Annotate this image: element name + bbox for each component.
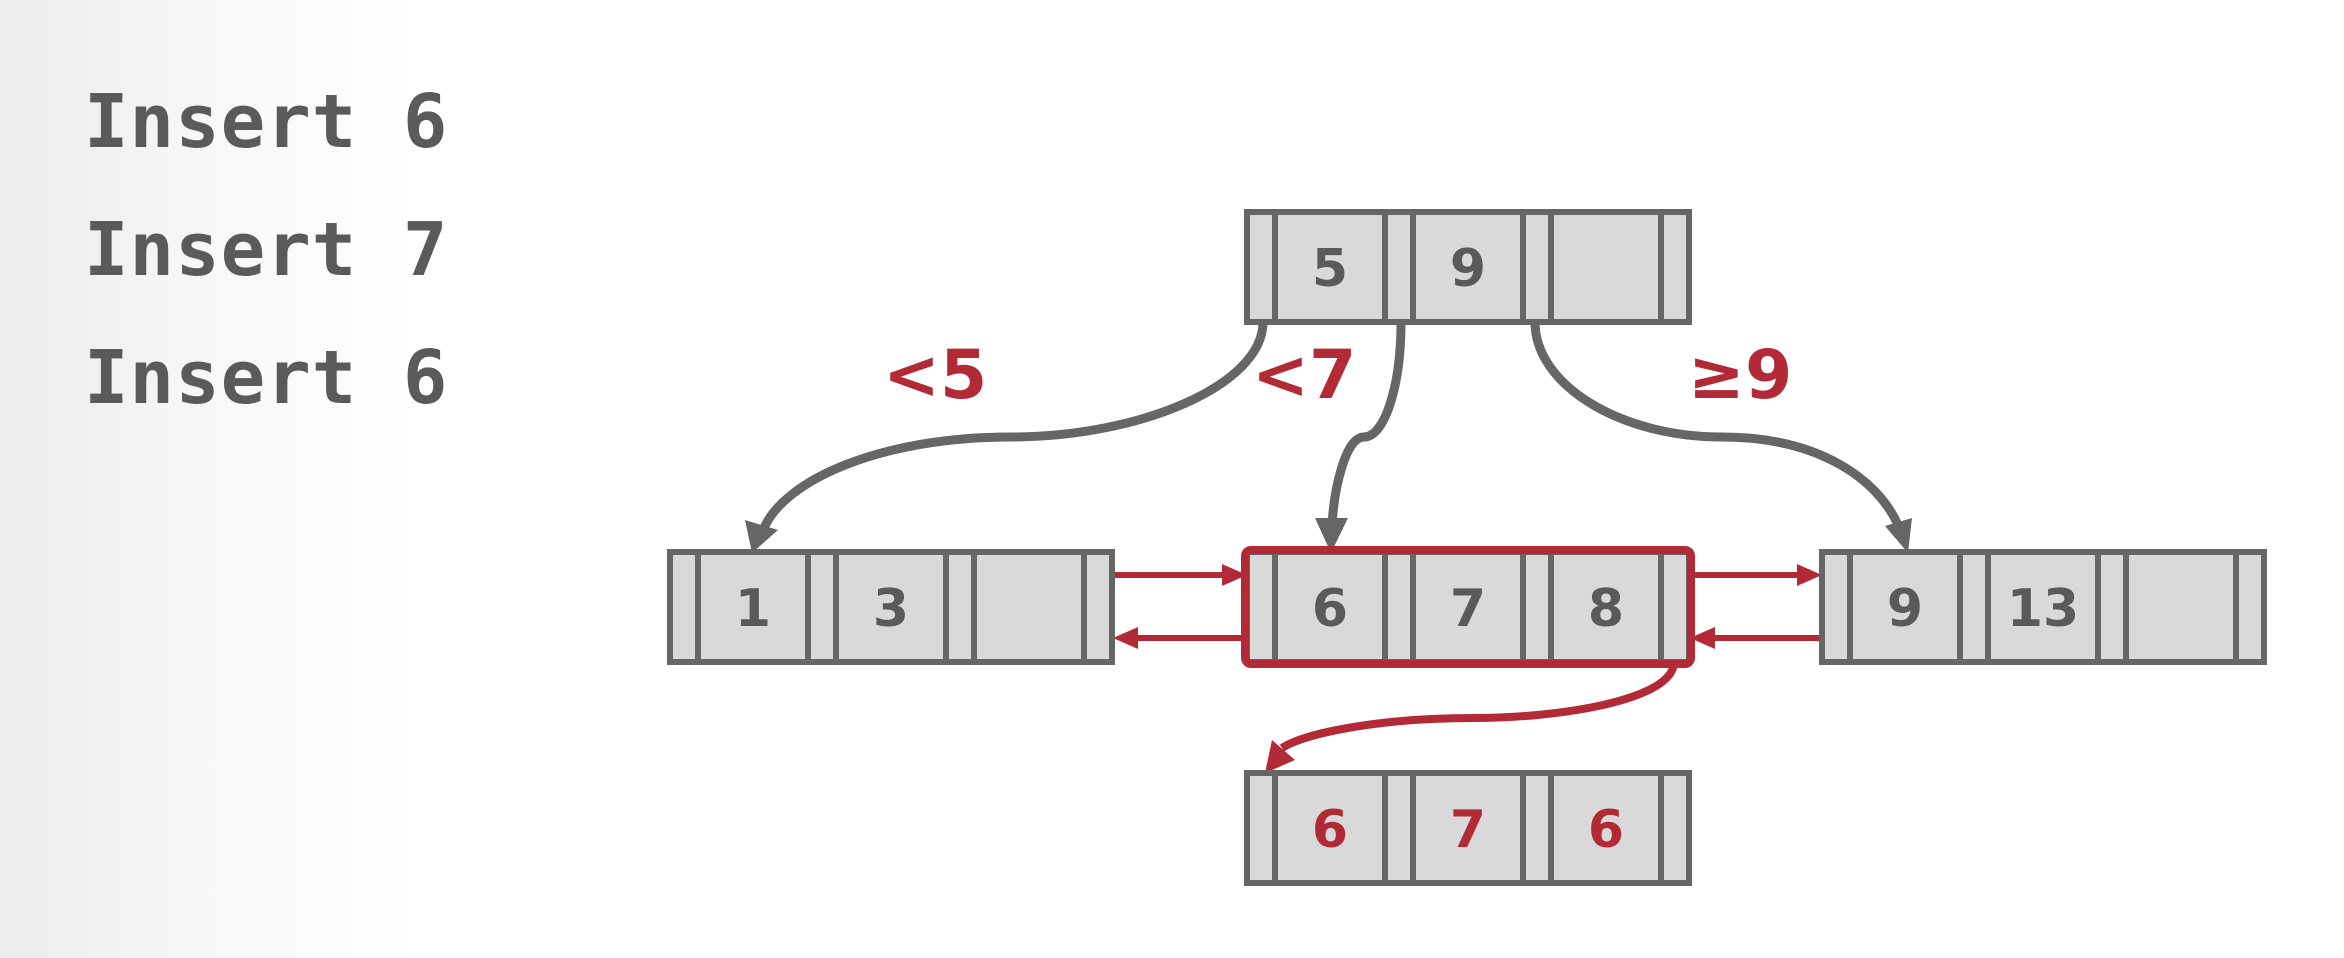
arrowhead-right bbox=[1885, 518, 1912, 553]
node-box bbox=[1819, 549, 2267, 665]
node-key: 7 bbox=[1450, 579, 1486, 639]
node-overflow: 6 7 6 bbox=[1244, 770, 1692, 886]
node-key: 6 bbox=[1312, 579, 1348, 639]
node-key: 7 bbox=[1450, 800, 1486, 860]
node-key: 6 bbox=[1588, 800, 1624, 860]
node-key: 9 bbox=[1450, 239, 1486, 299]
arrowhead-sibling-4 bbox=[1690, 627, 1715, 649]
arrowhead-overflow bbox=[1265, 740, 1295, 773]
node-key: 9 bbox=[1887, 579, 1923, 639]
edge-root-to-left bbox=[759, 321, 1268, 530]
edge-root-to-middle bbox=[1327, 321, 1406, 526]
operation-1: Insert 6 bbox=[84, 79, 449, 165]
node-key: 6 bbox=[1312, 800, 1348, 860]
edge-root-to-right bbox=[1530, 321, 1903, 527]
edge-overflow bbox=[1279, 661, 1678, 752]
arrowhead-sibling-2 bbox=[1113, 627, 1138, 649]
arrowhead-sibling-3 bbox=[1797, 564, 1822, 586]
node-box bbox=[1244, 770, 1692, 886]
node-key: 8 bbox=[1588, 579, 1624, 639]
edge-label-left: <5 bbox=[883, 336, 987, 415]
operation-3: Insert 6 bbox=[84, 335, 449, 421]
arrowhead-left bbox=[745, 520, 778, 553]
node-key: 5 bbox=[1312, 239, 1348, 299]
node-highlight bbox=[1241, 546, 1695, 668]
node-key: 1 bbox=[735, 579, 771, 639]
arrowhead-sibling-1 bbox=[1222, 564, 1247, 586]
operations-list: Insert 6 Insert 7 Insert 6 bbox=[84, 72, 448, 456]
node-box bbox=[1244, 209, 1692, 325]
node-leaf-middle: 6 7 8 bbox=[1241, 546, 1695, 668]
edge-label-middle: <7 bbox=[1252, 336, 1356, 415]
node-key: 3 bbox=[873, 579, 909, 639]
arrowhead-middle bbox=[1315, 518, 1348, 553]
node-leaf-right: 9 13 bbox=[1819, 549, 2267, 665]
node-box bbox=[667, 549, 1115, 665]
edge-label-right: ≥9 bbox=[1688, 336, 1792, 415]
node-key: 13 bbox=[2007, 579, 2079, 639]
operation-2: Insert 7 bbox=[84, 207, 449, 293]
